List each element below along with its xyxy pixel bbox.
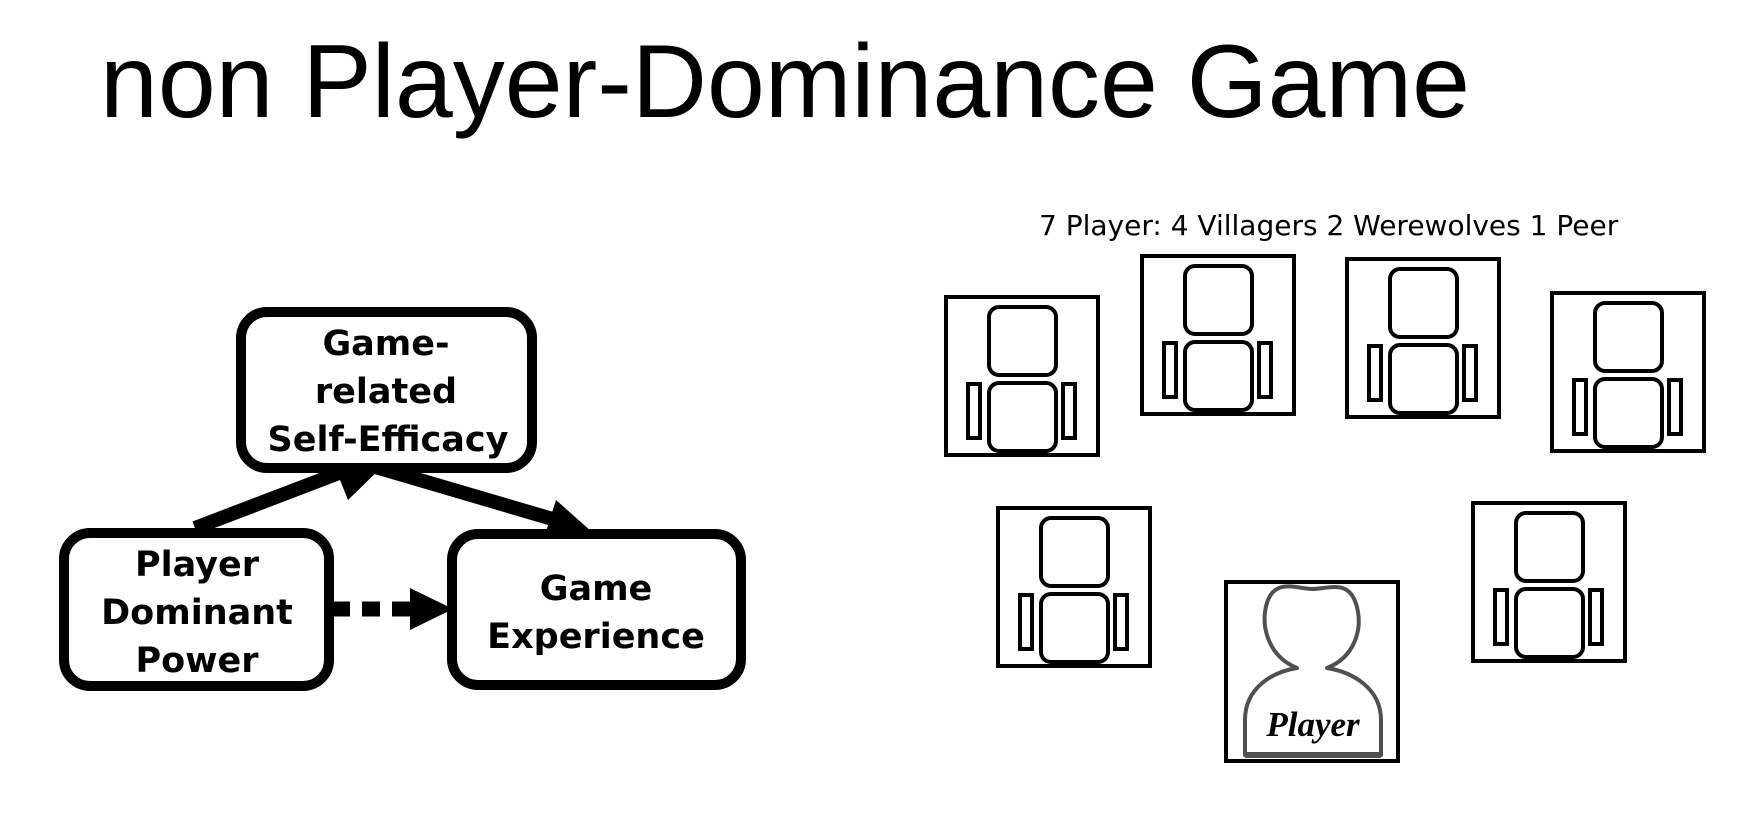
page-title: non Player-Dominance Game: [100, 24, 1470, 140]
arrowhead-dotted: [410, 588, 453, 630]
player-label: Player: [1265, 705, 1360, 744]
arrowhead-experience: [544, 500, 592, 538]
power-line-3: Power: [135, 641, 259, 681]
experience-line-1: Game: [540, 569, 653, 609]
arrow-efficacy-to-experience: [370, 459, 558, 527]
chair-icon: [996, 506, 1152, 668]
person-icon: [1243, 584, 1383, 758]
node-dominant-power: Player Dominant Power: [59, 528, 334, 691]
chair-icon: [1471, 501, 1627, 663]
chair-icon: [1550, 291, 1706, 453]
chair-icon: [1140, 254, 1296, 416]
power-line-2: Dominant: [101, 593, 293, 633]
player-seat: Player: [1224, 580, 1400, 763]
self-efficacy-line-2: related: [315, 372, 457, 412]
node-game-experience: Game Experience: [447, 529, 746, 690]
self-efficacy-line-3: Self-Efficacy: [268, 420, 509, 460]
chair-icon: [1345, 257, 1501, 419]
power-line-1: Player: [135, 545, 260, 585]
arrow-power-to-efficacy: [192, 461, 355, 535]
chair-icon: [944, 295, 1100, 457]
self-efficacy-line-1: Game-: [322, 324, 449, 364]
player-composition-caption: 7 Player: 4 Villagers 2 Werewolves 1 Pee…: [1039, 209, 1619, 242]
experience-line-2: Experience: [487, 617, 705, 657]
node-self-efficacy: Game- related Self-Efficacy: [236, 307, 537, 473]
